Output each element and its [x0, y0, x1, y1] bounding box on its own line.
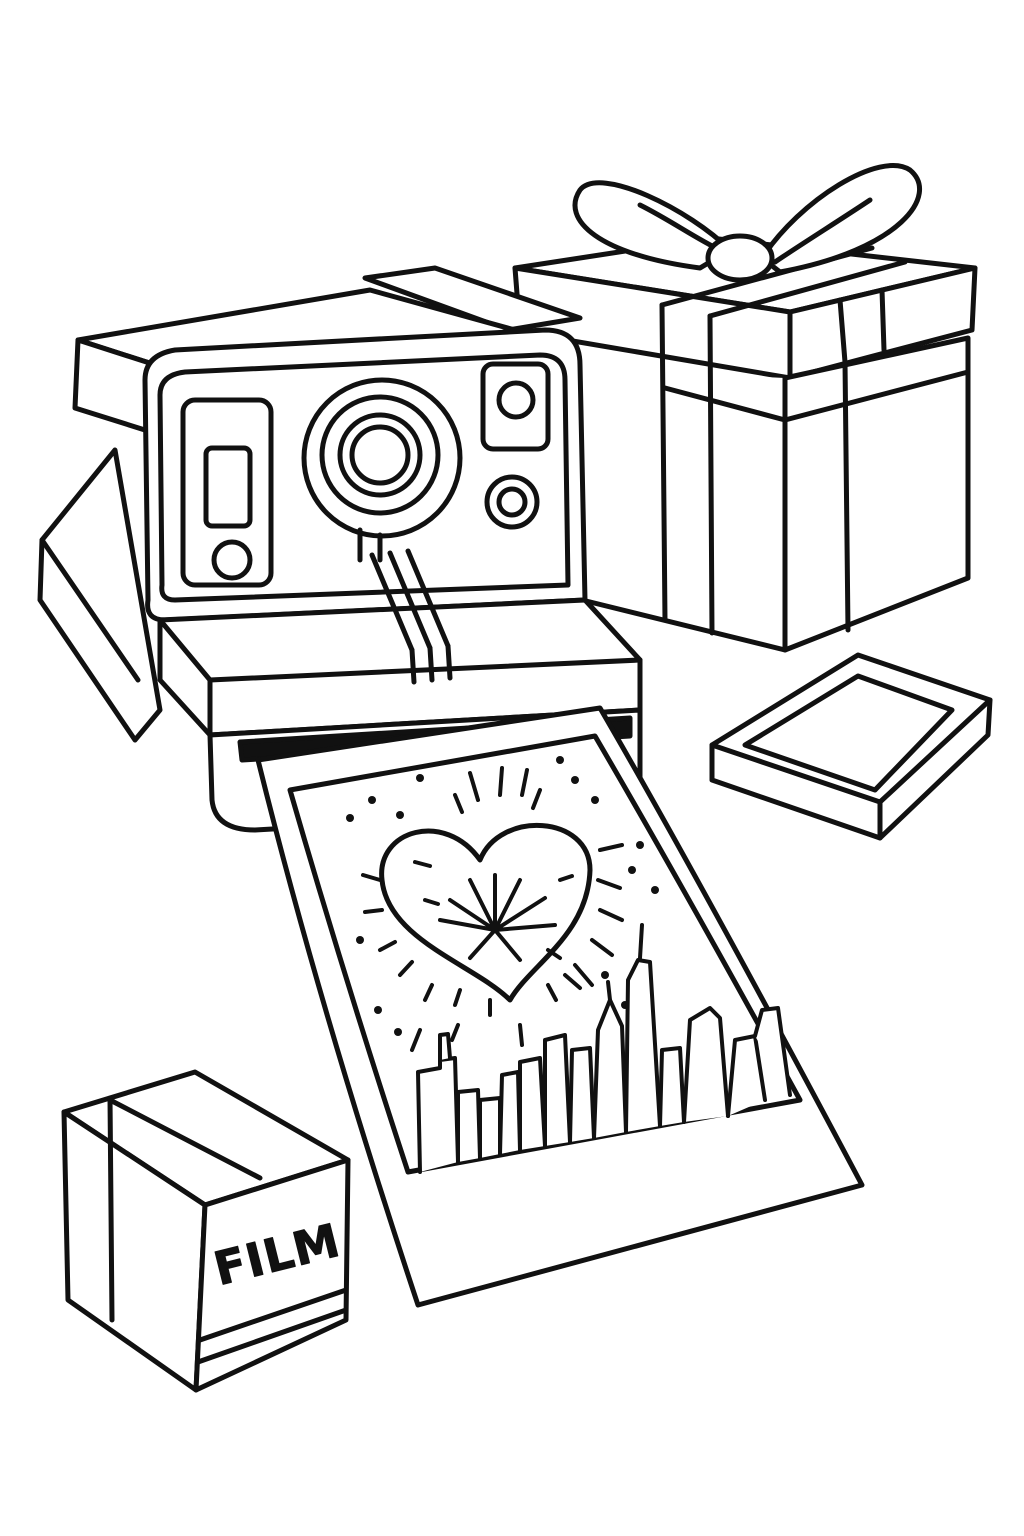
gift-ribbon-vertical — [659, 302, 715, 636]
camera-stripes — [369, 548, 451, 653]
gift-bow-knot — [705, 233, 775, 283]
skyline-building-10 — [658, 1046, 686, 1128]
skyline-spire-1 — [438, 1032, 452, 1062]
camera-shutter-button — [211, 539, 253, 581]
camera-viewfinder — [203, 445, 253, 529]
skyline-building-12 — [726, 1034, 767, 1118]
skyline-building-2 — [456, 1088, 482, 1164]
skyline-building-3 — [478, 1096, 502, 1160]
film-box-stripes — [195, 1287, 349, 1365]
camera-flash-sensor — [496, 380, 536, 420]
skyline-building-4 — [498, 1070, 522, 1156]
skyline-building-9 — [624, 958, 662, 1134]
camera-lens-glass — [349, 424, 411, 486]
film-box-front — [193, 1157, 351, 1393]
film-box: FILM — [61, 1069, 351, 1393]
camera-stripes-lower — [409, 643, 453, 685]
film-box-top-flap — [107, 1097, 263, 1181]
photo-firework-rays — [361, 766, 624, 1052]
photo-sparkle-dots — [346, 756, 659, 1036]
card-inner-frame — [742, 673, 955, 793]
skyline-building-1 — [416, 1056, 460, 1174]
gift-ribbon-band — [662, 369, 971, 423]
blank-photo-card — [709, 652, 993, 841]
camera-side-crease — [39, 537, 141, 683]
photo-city-skyline — [416, 923, 792, 1174]
photo-heart-burst — [413, 860, 574, 962]
camera-knob-inner — [496, 486, 528, 518]
gift-body-side — [782, 335, 971, 653]
skyline-building-13 — [753, 1006, 792, 1097]
gift-bow-left — [572, 180, 733, 271]
camera-lens-stem — [357, 527, 383, 563]
film-box-side-crease — [107, 1095, 115, 1323]
skyline-spire-9 — [638, 923, 644, 960]
gift-bow-fold-right — [772, 197, 873, 265]
skyline-building-6 — [543, 1033, 572, 1148]
instant-photo — [255, 705, 865, 1308]
gift-ribbon-side — [837, 287, 887, 365]
skyline-building-5 — [518, 1056, 547, 1152]
skyline-spire-8 — [606, 980, 612, 1002]
skyline-building-7 — [568, 1046, 596, 1144]
skyline-building-11 — [682, 1006, 730, 1124]
camera-body-inset — [157, 352, 571, 603]
